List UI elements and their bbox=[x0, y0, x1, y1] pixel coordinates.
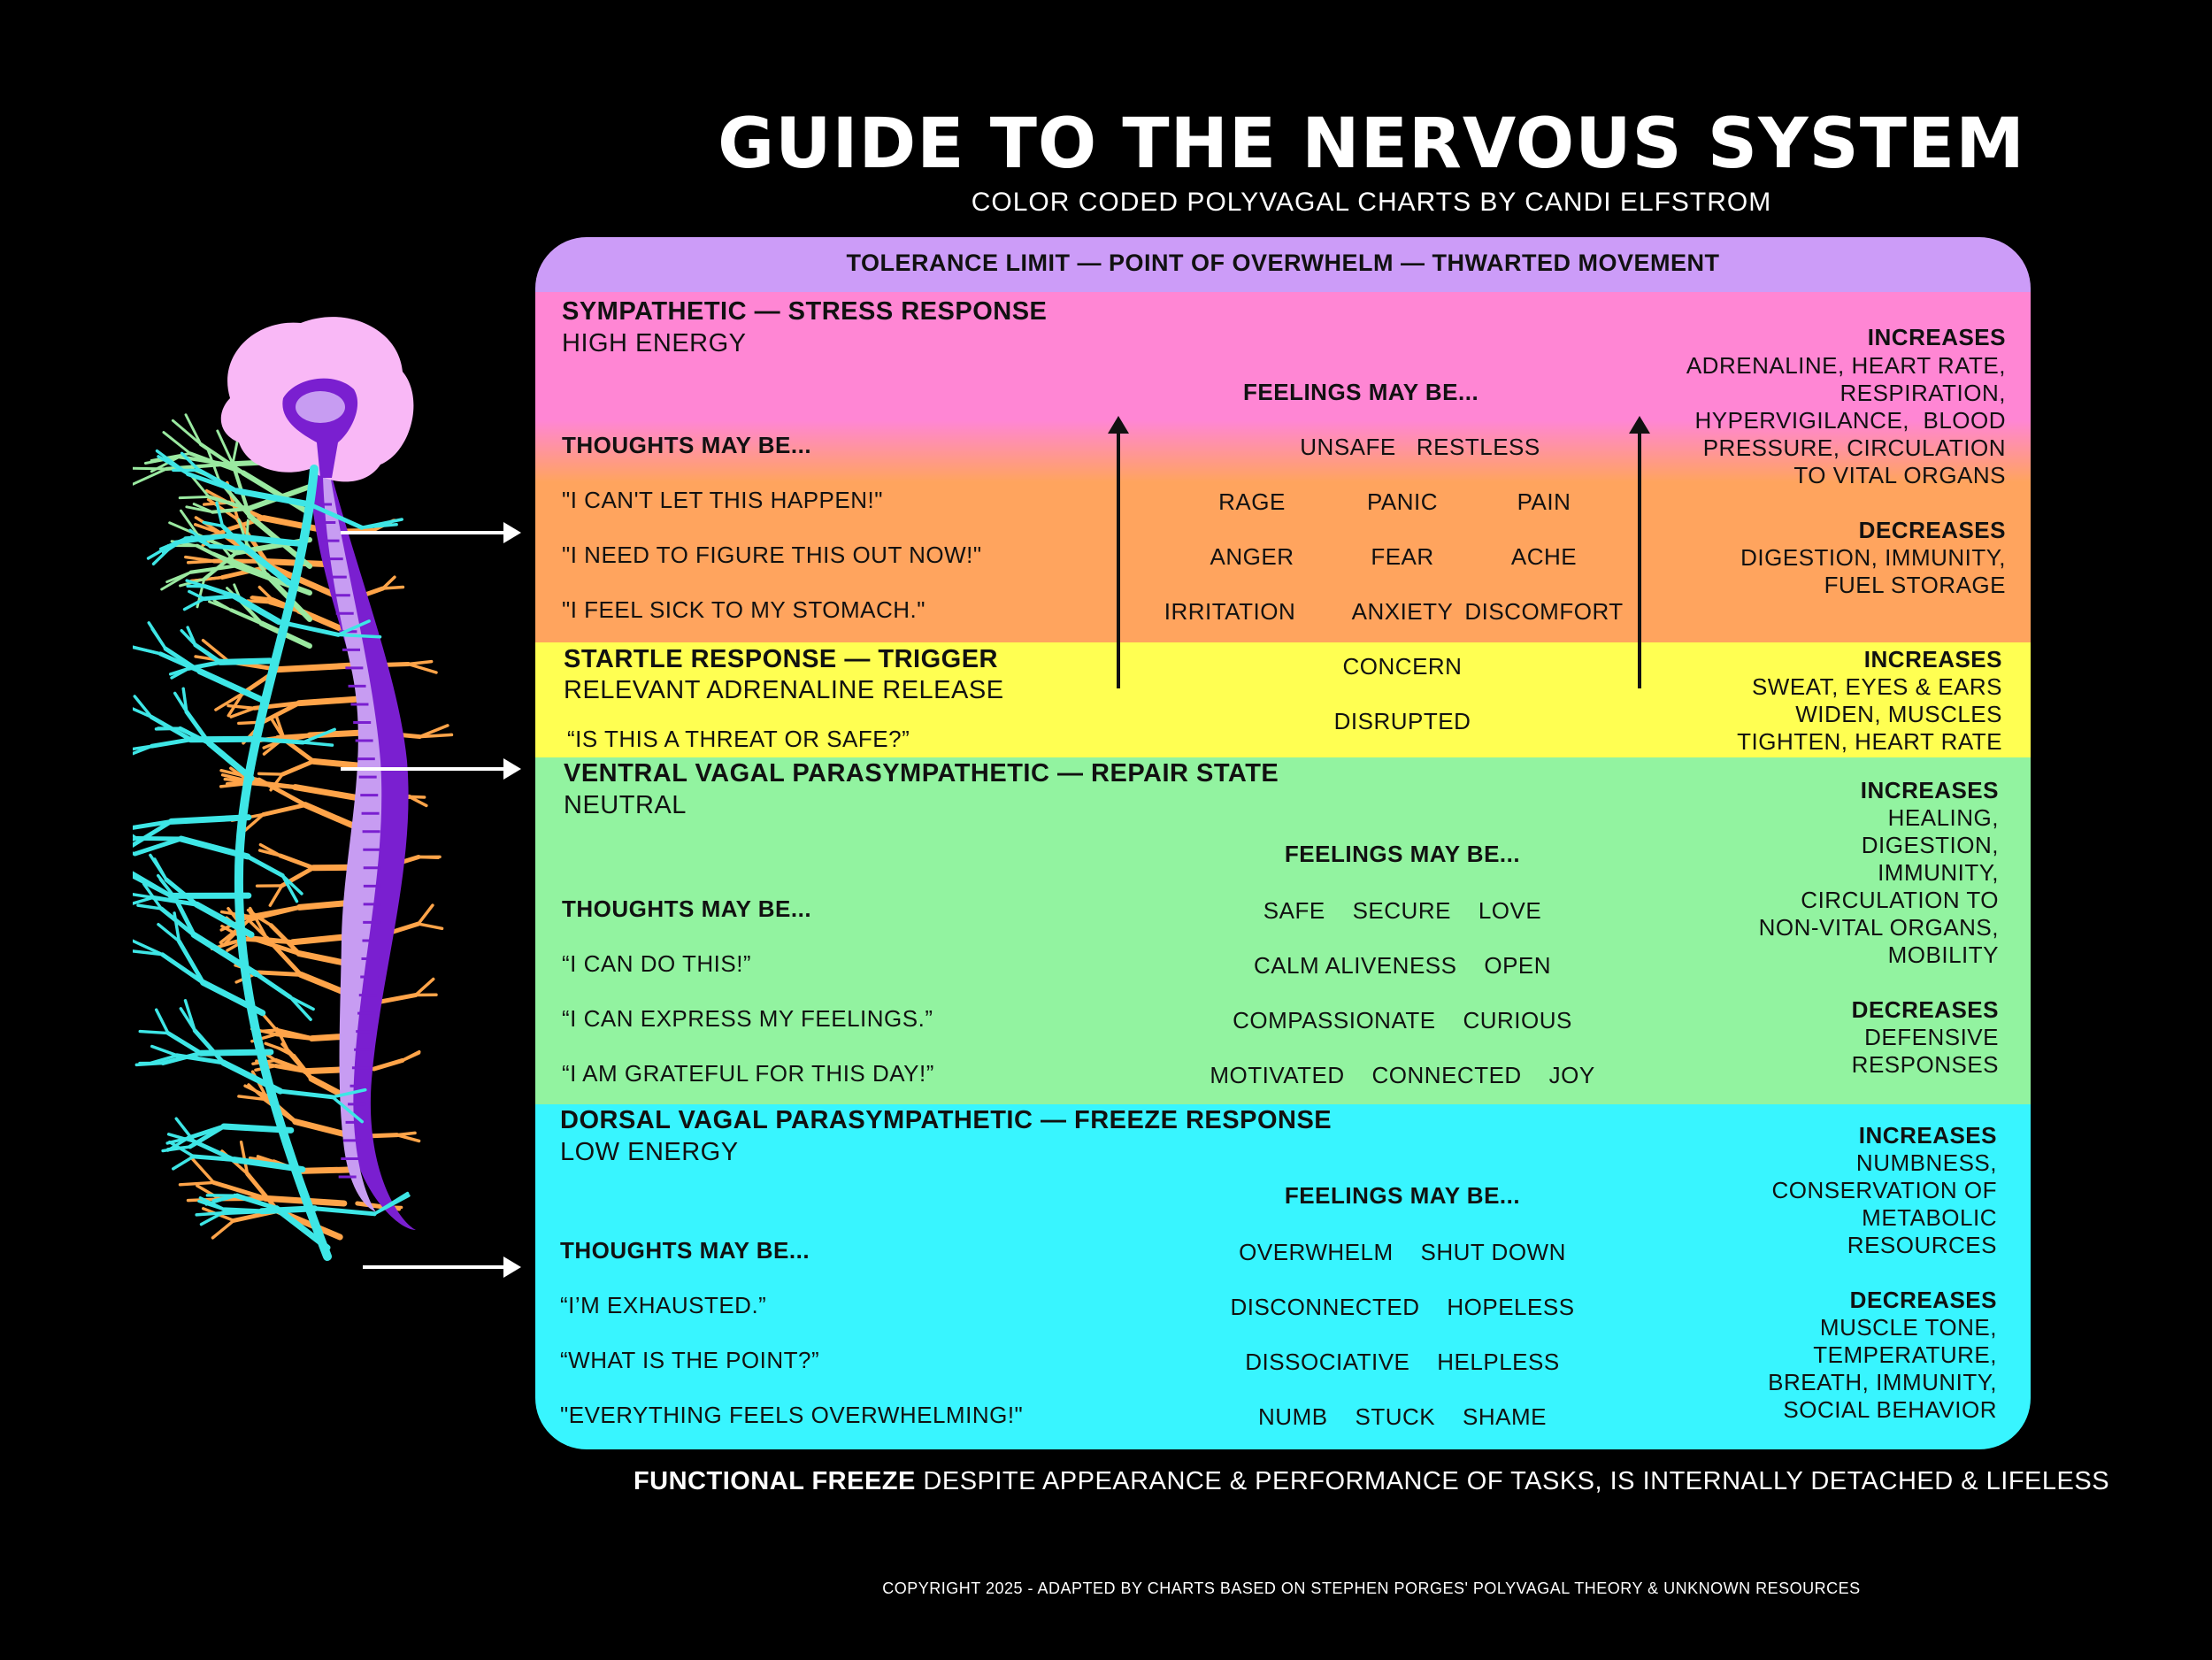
ventral-decreases-heading: DECREASES bbox=[1851, 996, 1999, 1023]
startle-subtitle: RELEVANT ADRENALINE RELEASE bbox=[564, 676, 1004, 704]
startle-feeling: CONCERN bbox=[1342, 653, 1463, 680]
ventral-title: VENTRAL VAGAL PARASYMPATHETIC — REPAIR S… bbox=[564, 759, 1279, 788]
ventral-thoughts-heading: THOUGHTS MAY BE... bbox=[562, 895, 812, 922]
tolerance-label: TOLERANCE LIMIT — POINT OF OVERWHELM — T… bbox=[846, 250, 1720, 276]
sympathetic-thoughts-heading: THOUGHTS MAY BE... bbox=[562, 432, 812, 458]
dorsal-energy: LOW ENERGY bbox=[560, 1138, 739, 1166]
ventral-energy: NEUTRAL bbox=[564, 791, 687, 819]
ventral-increase: CIRCULATION TO bbox=[1801, 887, 1999, 913]
tolerance-band: TOLERANCE LIMIT — POINT OF OVERWHELM — T… bbox=[535, 237, 2031, 292]
ventral-thought: “I AM GRATEFUL FOR THIS DAY!” bbox=[562, 1060, 934, 1087]
ventral-feeling: CALM ALIVENESS OPEN bbox=[1253, 952, 1552, 979]
ventral-band bbox=[535, 757, 2031, 1104]
dorsal-decreases-heading: DECREASES bbox=[1849, 1287, 1997, 1313]
dorsal-decrease: MUSCLE TONE, bbox=[1819, 1314, 1997, 1341]
polyvagal-chart: TOLERANCE LIMIT — POINT OF OVERWHELM — T… bbox=[535, 237, 2031, 1449]
footer-bold: FUNCTIONAL FREEZE bbox=[633, 1467, 916, 1495]
ventral-increase: IMMUNITY, bbox=[1878, 859, 1999, 886]
dorsal-thought: “WHAT IS THE POINT?” bbox=[560, 1347, 820, 1373]
dorsal-increase: METABOLIC bbox=[1862, 1204, 1997, 1231]
ventral-thought: “I CAN EXPRESS MY FEELINGS.” bbox=[562, 1005, 933, 1032]
dorsal-thoughts-heading: THOUGHTS MAY BE... bbox=[560, 1237, 810, 1264]
sympathetic-feeling: ANXIETY bbox=[1351, 598, 1454, 625]
dorsal-feeling: NUMB STUCK SHAME bbox=[1258, 1403, 1547, 1430]
sympathetic-feeling: ACHE bbox=[1510, 543, 1578, 570]
sympathetic-increase: RESPIRATION, bbox=[1839, 380, 2006, 406]
dorsal-increases-heading: INCREASES bbox=[1858, 1122, 1997, 1149]
ventral-increase: NON-VITAL ORGANS, bbox=[1758, 914, 1999, 941]
ventral-decrease: DEFENSIVE bbox=[1864, 1024, 1999, 1050]
sympathetic-feeling: IRRITATION bbox=[1164, 598, 1296, 625]
arrow-to-ventral bbox=[341, 758, 521, 780]
sympathetic-increases-heading: INCREASES bbox=[1867, 324, 2006, 350]
page-title: GUIDE TO THE NERVOUS SYSTEM bbox=[718, 104, 2025, 184]
ventral-increase: HEALING, bbox=[1887, 804, 1999, 831]
copyright: COPYRIGHT 2025 - ADAPTED BY CHARTS BASED… bbox=[882, 1579, 1861, 1597]
ventral-decrease: RESPONSES bbox=[1851, 1051, 1999, 1078]
ventral-increase: DIGESTION, bbox=[1861, 832, 1999, 858]
ventral-increase: MOBILITY bbox=[1887, 941, 1999, 968]
dorsal-title: DORSAL VAGAL PARASYMPATHETIC — FREEZE RE… bbox=[560, 1106, 1333, 1134]
dorsal-feeling: DISCONNECTED HOPELESS bbox=[1230, 1294, 1575, 1320]
sympathetic-feelings-heading: FEELINGS MAY BE... bbox=[1243, 379, 1479, 405]
sympathetic-band bbox=[535, 292, 2031, 699]
ventral-feeling: COMPASSIONATE CURIOUS bbox=[1233, 1007, 1572, 1034]
dorsal-decrease: TEMPERATURE, bbox=[1813, 1341, 1997, 1368]
up-arrow-right bbox=[1629, 416, 1650, 688]
startle-feeling: DISRUPTED bbox=[1333, 708, 1471, 734]
ventral-increases-heading: INCREASES bbox=[1860, 777, 1999, 803]
sympathetic-feeling: DISCOMFORT bbox=[1464, 598, 1624, 625]
sympathetic-feeling: FEAR bbox=[1371, 543, 1434, 570]
sympathetic-thought: "I NEED TO FIGURE THIS OUT NOW!" bbox=[562, 542, 982, 568]
spinal-cord bbox=[323, 469, 382, 1212]
sympathetic-thought: "I FEEL SICK TO MY STOMACH." bbox=[562, 596, 926, 623]
dorsal-decrease: BREATH, IMMUNITY, bbox=[1768, 1369, 1997, 1395]
sympathetic-feeling: UNSAFE RESTLESS bbox=[1300, 434, 1540, 460]
sympathetic-decrease: FUEL STORAGE bbox=[1824, 572, 2006, 598]
sympathetic-title: SYMPATHETIC — STRESS RESPONSE bbox=[562, 297, 1048, 326]
sympathetic-energy: HIGH ENERGY bbox=[562, 329, 747, 357]
sympathetic-feeling: PANIC bbox=[1366, 488, 1439, 515]
ventral-thought: “I CAN DO THIS!” bbox=[562, 950, 752, 977]
sympathetic-decrease: DIGESTION, IMMUNITY, bbox=[1740, 544, 2006, 571]
sympathetic-increase: HYPERVIGILANCE, BLOOD bbox=[1694, 407, 2006, 434]
startle-band bbox=[535, 642, 2031, 757]
sympathetic-feeling: RAGE bbox=[1218, 488, 1286, 515]
dorsal-thought: “I’M EXHAUSTED.” bbox=[560, 1292, 767, 1318]
startle-increase: WIDEN, MUSCLES bbox=[1795, 701, 2002, 727]
dorsal-increase: RESOURCES bbox=[1847, 1232, 1997, 1258]
dorsal-decrease: SOCIAL BEHAVIOR bbox=[1783, 1396, 1997, 1423]
startle-title: STARTLE RESPONSE — TRIGGER bbox=[564, 645, 999, 673]
sympathetic-feeling: ANGER bbox=[1210, 543, 1294, 570]
up-arrow-left bbox=[1108, 416, 1129, 688]
startle-increase: SWEAT, EYES & EARS bbox=[1751, 673, 2002, 700]
ventral-feeling: SAFE SECURE LOVE bbox=[1263, 897, 1542, 924]
dorsal-feeling: DISSOCIATIVE HELPLESS bbox=[1245, 1349, 1560, 1375]
dorsal-feelings-heading: FEELINGS MAY BE... bbox=[1284, 1182, 1521, 1209]
ventral-feeling: MOTIVATED CONNECTED JOY bbox=[1210, 1062, 1595, 1088]
sympathetic-feeling: PAIN bbox=[1517, 488, 1571, 515]
footer-note: FUNCTIONAL FREEZE DESPITE APPEARANCE & P… bbox=[0, 1467, 2212, 1496]
arrow-to-dorsal bbox=[363, 1257, 521, 1278]
sympathetic-increase: PRESSURE, CIRCULATION bbox=[1702, 434, 2006, 461]
footer-text: DESPITE APPEARANCE & PERFORMANCE OF TASK… bbox=[923, 1467, 2110, 1495]
sympathetic-thought: "I CAN'T LET THIS HAPPEN!" bbox=[562, 487, 883, 513]
ventral-feelings-heading: FEELINGS MAY BE... bbox=[1284, 841, 1521, 867]
startle-increase: TIGHTEN, HEART RATE bbox=[1737, 728, 2002, 755]
dorsal-feeling: OVERWHELM SHUT DOWN bbox=[1239, 1239, 1566, 1265]
dorsal-increase: CONSERVATION OF bbox=[1771, 1177, 1997, 1203]
startle-thought: “IS THIS A THREAT OR SAFE?” bbox=[567, 726, 910, 752]
sympathetic-increase: TO VITAL ORGANS bbox=[1793, 462, 2006, 488]
page-subtitle: COLOR CODED POLYVAGAL CHARTS BY CANDI EL… bbox=[971, 188, 1772, 217]
dorsal-thought: "EVERYTHING FEELS OVERWHELMING!" bbox=[560, 1402, 1024, 1428]
arrow-to-sympathetic bbox=[341, 522, 521, 543]
sympathetic-decreases-heading: DECREASES bbox=[1858, 517, 2006, 543]
startle-increases-heading: INCREASES bbox=[1863, 646, 2002, 672]
sympathetic-increase: ADRENALINE, HEART RATE, bbox=[1686, 352, 2006, 379]
dorsal-increase: NUMBNESS, bbox=[1855, 1149, 1997, 1176]
nervous-system-illustration bbox=[133, 317, 454, 1261]
dorsal-band bbox=[535, 1104, 2031, 1449]
